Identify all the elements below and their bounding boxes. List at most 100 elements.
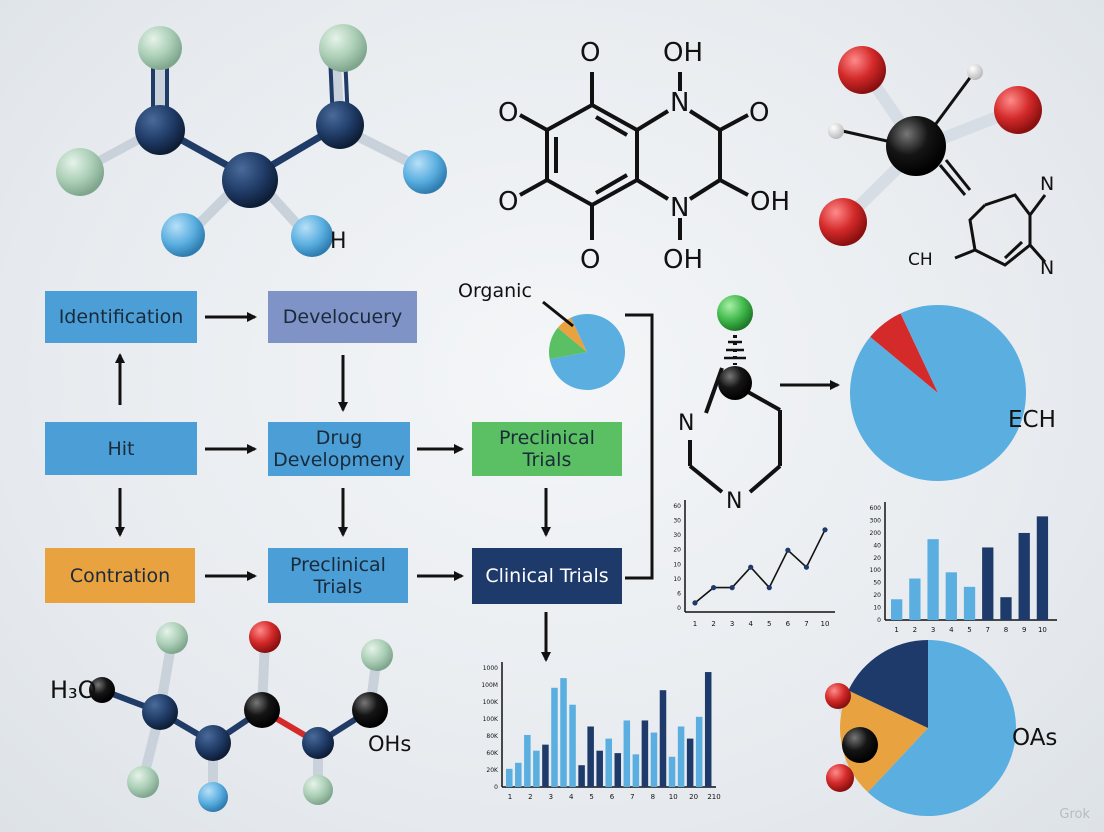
skeletal-structure bbox=[519, 72, 749, 240]
x-tick-label: 10 bbox=[1038, 626, 1047, 634]
line-point bbox=[766, 585, 772, 591]
develocuery-box[interactable]: Develocuery bbox=[268, 291, 417, 343]
bar bbox=[578, 765, 585, 787]
x-tick-label: 2 bbox=[913, 626, 917, 634]
bar bbox=[1036, 516, 1049, 620]
bar bbox=[668, 756, 676, 787]
y-tick-label: 20K bbox=[486, 767, 499, 774]
molecule-bottom-left bbox=[89, 621, 393, 812]
bar bbox=[506, 768, 513, 787]
x-tick-label: 8 bbox=[651, 793, 655, 801]
hit-box[interactable]: Hit bbox=[45, 422, 197, 475]
molecule-piperidine bbox=[688, 295, 782, 494]
y-tick-label: 10 bbox=[673, 576, 681, 583]
x-tick-label: 4 bbox=[949, 626, 954, 634]
y-tick-label: 50 bbox=[873, 580, 881, 587]
ring-hydroxyl-label: OH bbox=[750, 187, 791, 217]
black-atom bbox=[842, 727, 878, 763]
oas-label: OAs bbox=[1012, 725, 1058, 751]
preclinical-trials-blue-box[interactable]: Preclinical Trials bbox=[268, 548, 408, 603]
x-tick-label: 7 bbox=[630, 793, 634, 801]
bar bbox=[1000, 597, 1012, 620]
y-tick-label: 60 bbox=[673, 503, 681, 510]
clinical-trials-box[interactable]: Clinical Trials bbox=[472, 548, 622, 604]
bar bbox=[945, 572, 957, 620]
bar bbox=[614, 753, 622, 787]
bar bbox=[542, 744, 549, 787]
ohs-label: OHs bbox=[368, 732, 412, 756]
ech-label: ECH bbox=[1008, 407, 1056, 433]
bar bbox=[650, 732, 658, 787]
y-tick-label: 100K bbox=[483, 716, 499, 723]
y-tick-label: 20 bbox=[873, 592, 881, 599]
x-tick-label: 1 bbox=[693, 620, 697, 628]
bar bbox=[686, 738, 694, 787]
x-tick-label: 4 bbox=[748, 620, 753, 628]
drug-development-box[interactable]: Drug Developmeny bbox=[268, 422, 410, 476]
x-tick-label: 5 bbox=[967, 626, 971, 634]
x-tick-label: 7 bbox=[986, 626, 990, 634]
identification-box[interactable]: Identification bbox=[45, 291, 197, 343]
molecule-top-left bbox=[56, 24, 447, 257]
y-tick-label: 30 bbox=[673, 518, 681, 525]
y-tick-label: 0 bbox=[677, 605, 681, 612]
pie-slice bbox=[870, 313, 938, 393]
x-tick-label: 210 bbox=[707, 793, 720, 801]
y-tick-label: 80K bbox=[486, 733, 499, 740]
x-tick-label: 5 bbox=[589, 793, 593, 801]
bar bbox=[891, 599, 903, 620]
bar bbox=[632, 754, 640, 787]
preclinical-trials-green-box[interactable]: Preclinical Trials bbox=[472, 422, 622, 476]
pie-slice bbox=[557, 317, 587, 352]
ring-oxygen-label: O bbox=[580, 245, 601, 275]
x-tick-label: 4 bbox=[569, 793, 574, 801]
line-point bbox=[710, 585, 717, 591]
h3o-label: H₃O bbox=[50, 676, 97, 704]
line-point bbox=[748, 564, 754, 570]
bar bbox=[659, 690, 667, 787]
bar bbox=[677, 726, 685, 787]
y-tick-label: 20 bbox=[873, 555, 881, 562]
bar bbox=[704, 672, 712, 787]
pie-slice bbox=[549, 314, 625, 390]
piperidine-nitrogen-label: N bbox=[678, 411, 695, 436]
pie-slice bbox=[850, 305, 1026, 482]
bar bbox=[927, 539, 939, 620]
bar bbox=[569, 704, 576, 787]
ring-oxygen-label: O bbox=[498, 187, 519, 217]
y-tick-label: 1000 bbox=[483, 665, 498, 672]
y-tick-label: 6 bbox=[677, 590, 681, 597]
pie-chart-organic bbox=[549, 314, 625, 390]
ring-hydroxyl-label: OH bbox=[663, 38, 704, 68]
y-tick-label: 100M bbox=[481, 682, 498, 689]
x-tick-label: 5 bbox=[767, 620, 771, 628]
x-tick-label: 3 bbox=[931, 626, 935, 634]
piperidine-nitrogen-label: N bbox=[726, 489, 743, 514]
pie-slice bbox=[549, 327, 587, 360]
x-tick-label: 6 bbox=[786, 620, 791, 628]
y-tick-label: 200 bbox=[870, 530, 882, 537]
contration-box[interactable]: Contration bbox=[45, 548, 195, 603]
bar bbox=[623, 720, 631, 787]
molecule-top-right bbox=[819, 46, 1047, 267]
x-tick-label: 6 bbox=[610, 793, 615, 801]
x-tick-label: 3 bbox=[730, 620, 734, 628]
x-tick-label: 7 bbox=[804, 620, 808, 628]
bar bbox=[641, 720, 649, 787]
ring-nitrogen-label: N bbox=[670, 88, 690, 118]
x-tick-label: 10 bbox=[669, 793, 678, 801]
bar bbox=[551, 687, 558, 787]
bar bbox=[605, 738, 612, 787]
y-tick-label: 60K bbox=[486, 750, 499, 757]
y-tick-label: 10 bbox=[673, 561, 681, 568]
x-tick-label: 1 bbox=[894, 626, 898, 634]
x-tick-label: 3 bbox=[549, 793, 553, 801]
pie-slice bbox=[900, 305, 938, 393]
bar bbox=[963, 586, 976, 620]
x-tick-label: 1 bbox=[508, 793, 512, 801]
pie-slice bbox=[840, 690, 928, 793]
